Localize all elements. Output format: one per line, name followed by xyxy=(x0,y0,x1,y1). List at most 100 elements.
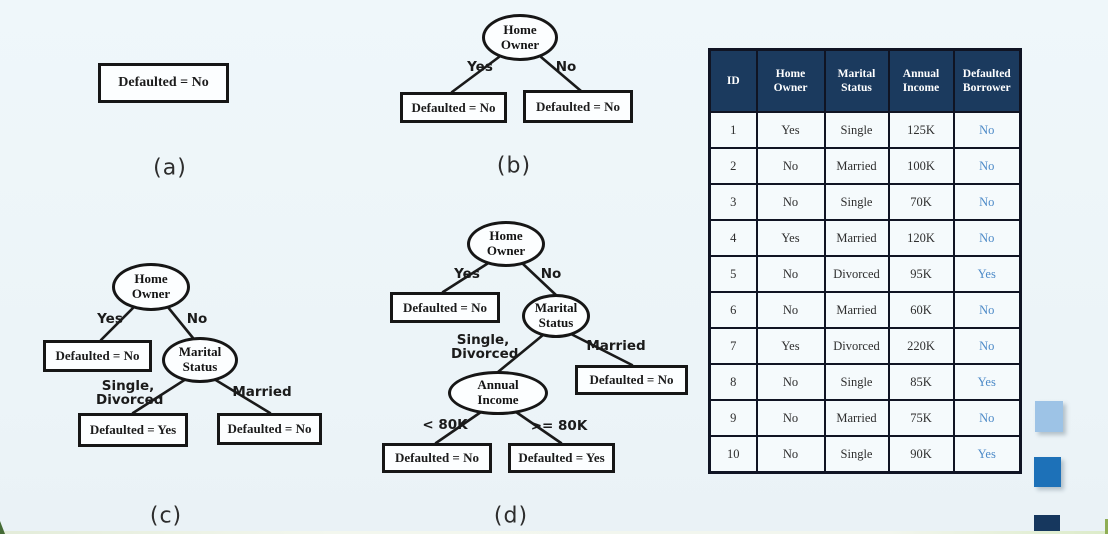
caption-a: (a) xyxy=(153,155,187,181)
tree-d-leaf-lt-80k-box: Defaulted = No xyxy=(382,443,492,473)
tree-c-root-label: Home Owner xyxy=(131,271,171,301)
tree-d-branch-married: Married xyxy=(586,337,646,354)
tree-a-leaf-box: Defaulted = No xyxy=(98,63,229,103)
table-cell: Divorced xyxy=(823,327,890,365)
table-cell: 75K xyxy=(887,399,955,437)
tree-c-marital-label: Marital Status xyxy=(178,344,222,374)
table-cell: 90K xyxy=(887,435,955,474)
table-cell: Married xyxy=(823,399,890,437)
table-cell: Single xyxy=(823,111,890,149)
tree-b-root-label: Home Owner xyxy=(500,21,540,52)
defaulted-cell: No xyxy=(952,183,1022,221)
tree-c-branch-no: No xyxy=(186,310,208,327)
table-cell: No xyxy=(755,147,826,185)
table-cell: No xyxy=(755,435,826,474)
tree-b-branch-no: No xyxy=(555,58,577,75)
tree-c-root-ellipse: Home Owner xyxy=(112,263,190,311)
table-cell: 220K xyxy=(887,327,955,365)
tree-d-branch-gte-80k: >= 80K xyxy=(530,417,588,434)
tree-d-branch-no: No xyxy=(540,265,562,282)
tree-c-branch-yes: Yes xyxy=(97,310,123,327)
table-cell: Single xyxy=(823,435,890,474)
table-cell: 60K xyxy=(887,291,955,329)
defaulted-cell: No xyxy=(952,327,1022,365)
tree-c-leaf-married-box: Defaulted = No xyxy=(217,413,322,445)
swatch-dark-navy xyxy=(1034,515,1060,534)
table-cell: 3 xyxy=(708,183,758,221)
tree-b-root-ellipse: Home Owner xyxy=(482,14,558,61)
header-home-owner: Home Owner xyxy=(755,48,826,113)
defaulted-cell: No xyxy=(952,399,1022,437)
table-cell: No xyxy=(755,399,826,437)
table-cell: No xyxy=(755,363,826,401)
tree-d-income-label: Annual Income xyxy=(477,377,519,407)
table-cell: Single xyxy=(823,183,890,221)
table-cell: 100K xyxy=(887,147,955,185)
table-cell: Divorced xyxy=(823,255,890,293)
tree-c-branch-married: Married xyxy=(232,383,292,400)
tree-c-branch-single-divorced: Single, Divorced xyxy=(96,377,164,408)
tree-d-root-label: Home Owner xyxy=(486,228,526,258)
defaulted-cell: No xyxy=(952,219,1022,257)
table-cell: 2 xyxy=(708,147,758,185)
table-cell: 125K xyxy=(887,111,955,149)
table-cell: No xyxy=(755,183,826,221)
table-cell: 1 xyxy=(708,111,758,149)
caption-d: (d) xyxy=(493,503,529,529)
tree-d-marital-ellipse: Marital Status xyxy=(522,294,590,338)
table-cell: 8 xyxy=(708,363,758,401)
borrower-table: ID Home Owner Marital Status Annual Inco… xyxy=(708,48,1022,474)
bottom-left-corner-sliver xyxy=(0,521,5,534)
table-cell: Married xyxy=(823,147,890,185)
table-cell: Yes xyxy=(755,327,826,365)
tree-d-income-ellipse: Annual Income xyxy=(448,371,548,415)
table-cell: Single xyxy=(823,363,890,401)
table-cell: 6 xyxy=(708,291,758,329)
header-id: ID xyxy=(708,48,758,113)
table-cell: Yes xyxy=(755,111,826,149)
tree-d-leaf-married-box: Defaulted = No xyxy=(575,365,688,395)
tree-d-leaf-gte-80k-box: Defaulted = Yes xyxy=(508,443,615,473)
table-cell: 10 xyxy=(708,435,758,474)
table-cell: 4 xyxy=(708,219,758,257)
tree-d-leaf-yes-box: Defaulted = No xyxy=(390,292,500,323)
table-cell: 70K xyxy=(887,183,955,221)
tree-d-branch-lt-80k: < 80K xyxy=(422,416,468,433)
caption-c: (c) xyxy=(149,503,183,529)
tree-d-branch-single-divorced: Single, Divorced xyxy=(451,331,519,362)
header-defaulted-borrower: Defaulted Borrower xyxy=(952,48,1022,113)
swatch-light-blue xyxy=(1035,401,1063,432)
defaulted-cell: No xyxy=(952,111,1022,149)
table-cell: 95K xyxy=(887,255,955,293)
table-cell: Married xyxy=(823,219,890,257)
defaulted-cell: Yes xyxy=(952,435,1022,474)
defaulted-cell: Yes xyxy=(952,363,1022,401)
table-cell: Yes xyxy=(755,219,826,257)
defaulted-cell: No xyxy=(952,291,1022,329)
tree-b-branch-yes: Yes xyxy=(467,58,493,75)
tree-b-leaf-no-box: Defaulted = No xyxy=(523,90,633,123)
table-cell: 7 xyxy=(708,327,758,365)
tree-d-branch-yes: Yes xyxy=(454,265,480,282)
tree-d-marital-label: Marital Status xyxy=(534,300,578,330)
tree-c-marital-ellipse: Marital Status xyxy=(162,337,238,383)
swatch-medium-blue xyxy=(1034,457,1061,487)
bottom-edge-strip xyxy=(0,531,1108,534)
table-cell: 9 xyxy=(708,399,758,437)
defaulted-cell: Yes xyxy=(952,255,1022,293)
table-cell: No xyxy=(755,291,826,329)
header-marital-status: Marital Status xyxy=(823,48,890,113)
defaulted-cell: No xyxy=(952,147,1022,185)
tree-c-leaf-single-divorced-box: Defaulted = Yes xyxy=(78,413,188,447)
tree-c-leaf-yes-box: Defaulted = No xyxy=(43,340,152,372)
